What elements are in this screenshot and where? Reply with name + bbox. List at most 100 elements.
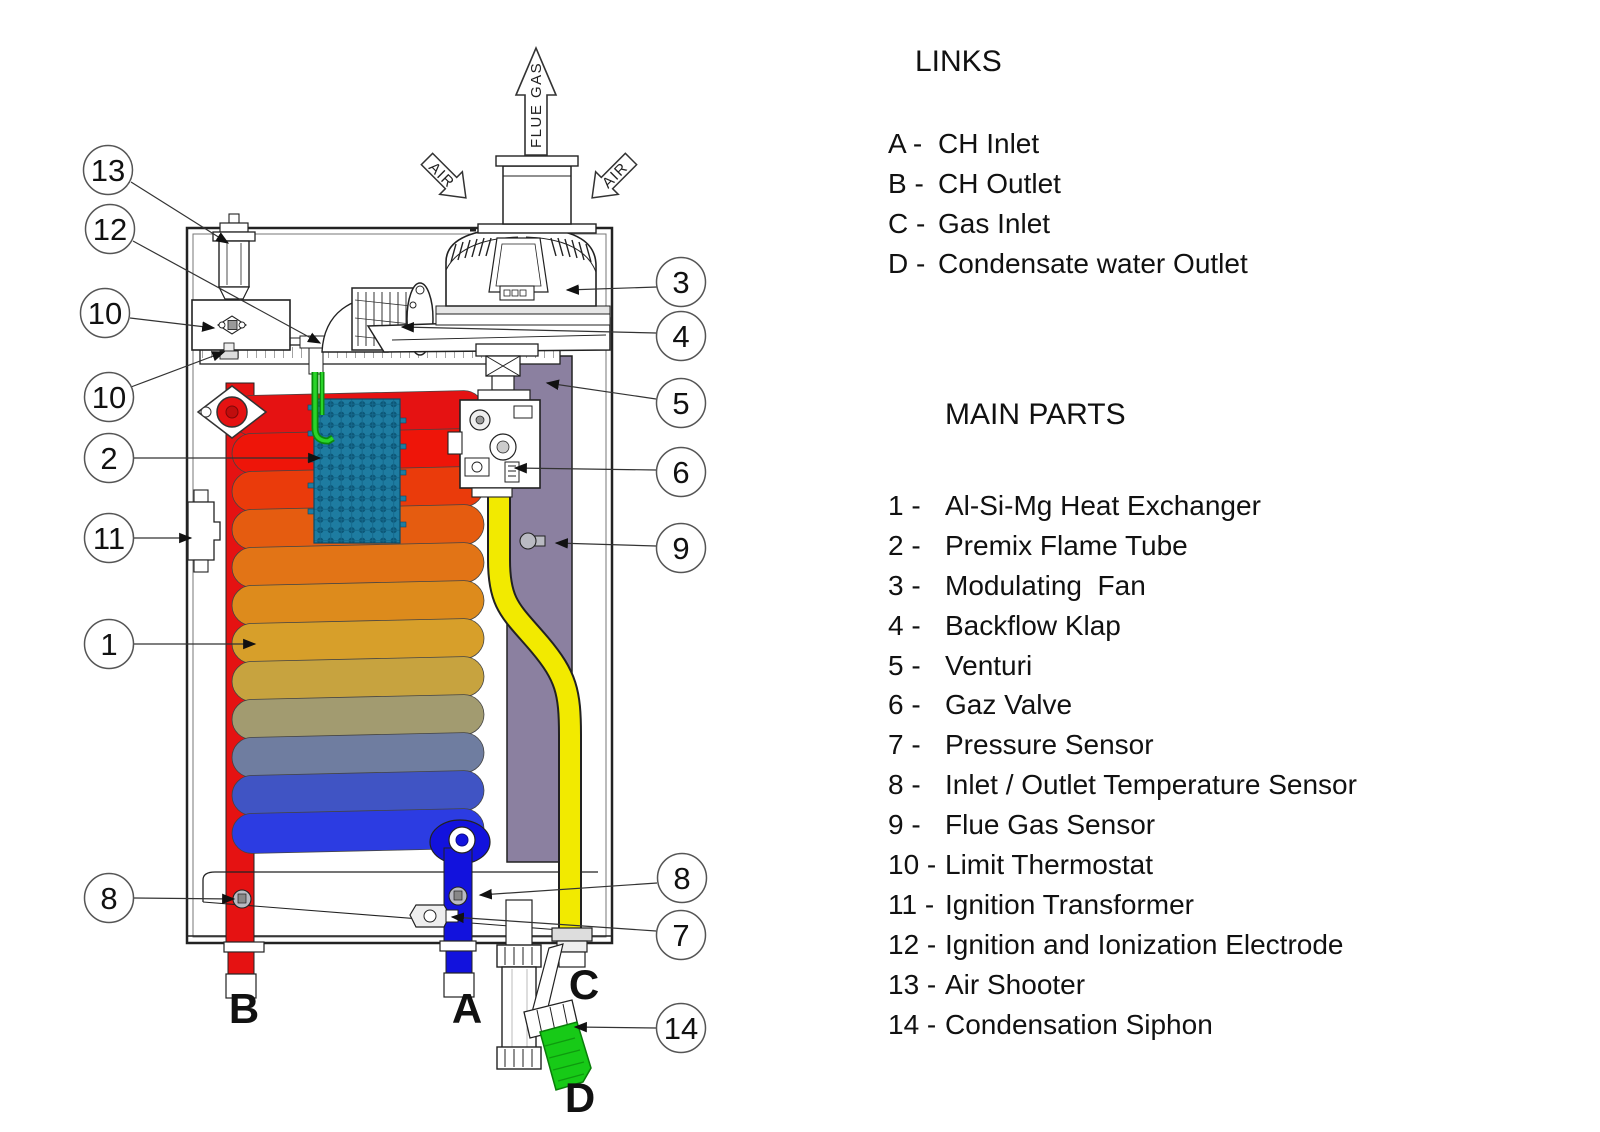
part-label: Venturi bbox=[945, 649, 1033, 681]
link-item-d: D - Condensate water Outlet bbox=[888, 244, 1248, 284]
callout-10a: 10 bbox=[79, 287, 131, 339]
part-number: 6 - bbox=[888, 689, 921, 721]
port-letter-C: C bbox=[569, 961, 599, 1008]
callout-3: 3 bbox=[655, 256, 707, 308]
callout-1: 1 bbox=[83, 618, 135, 670]
svg-text:10: 10 bbox=[92, 380, 126, 415]
port-letter-D: D bbox=[565, 1074, 595, 1121]
ch-inlet-stub bbox=[439, 940, 477, 998]
port-letter-B: B bbox=[229, 985, 259, 1032]
flue-gas-label: FLUE GAS bbox=[528, 62, 545, 148]
part-label: Gaz Valve bbox=[945, 689, 1073, 721]
link-key: C - bbox=[888, 208, 926, 239]
part-label: Al-Si-Mg Heat Exchanger bbox=[945, 489, 1261, 521]
part-item-8: 8 - Inlet / Outlet Temperature Sensor bbox=[888, 765, 1357, 805]
link-item-b: B - CH Outlet bbox=[888, 164, 1248, 204]
limit-thermostat bbox=[191, 299, 291, 360]
part-item-10: 10 - Limit Thermostat bbox=[888, 845, 1357, 885]
svg-text:2: 2 bbox=[100, 441, 117, 476]
part-number: 1 - bbox=[888, 489, 921, 521]
part-number: 13 - bbox=[888, 968, 937, 1000]
part-label: Inlet / Outlet Temperature Sensor bbox=[945, 769, 1357, 801]
gas-pipe bbox=[487, 492, 582, 932]
flue-collar bbox=[477, 155, 597, 234]
part-item-6: 6 - Gaz Valve bbox=[888, 685, 1357, 725]
links-title: LINKS bbox=[915, 45, 1002, 78]
callouts: 13 12 10 10 2 11 1 8 bbox=[79, 144, 708, 1054]
part-number: 11 - bbox=[888, 888, 935, 920]
svg-text:10: 10 bbox=[88, 296, 122, 331]
link-key: B - bbox=[888, 168, 924, 199]
air-arrow-left: AIR bbox=[420, 152, 467, 199]
part-item-2: 2 - Premix Flame Tube bbox=[888, 526, 1357, 566]
part-number: 2 - bbox=[888, 529, 921, 561]
part-item-5: 5 - Venturi bbox=[888, 646, 1357, 686]
part-label: Flue Gas Sensor bbox=[945, 809, 1156, 841]
part-item-7: 7 - Pressure Sensor bbox=[888, 725, 1357, 765]
part-item-14: 14 - Condensation Siphon bbox=[888, 1005, 1357, 1045]
temperature-sensor-inlet bbox=[448, 886, 468, 906]
link-item-a: A - CH Inlet bbox=[888, 124, 1248, 164]
part-label: Premix Flame Tube bbox=[945, 529, 1188, 561]
main-parts-list: 1 - Al-Si-Mg Heat Exchanger 2 - Premix F… bbox=[888, 486, 1357, 1044]
gas-valve bbox=[447, 399, 541, 498]
part-label: Ignition and Ionization Electrode bbox=[945, 928, 1344, 960]
callout-4: 4 bbox=[655, 310, 707, 362]
ch-outlet-stub bbox=[223, 941, 265, 999]
link-label: CH Inlet bbox=[938, 128, 1040, 159]
air-shooter bbox=[212, 213, 256, 300]
part-label: Limit Thermostat bbox=[945, 848, 1153, 880]
link-key: A - bbox=[888, 128, 923, 159]
callout-8-left: 8 bbox=[83, 872, 135, 924]
svg-text:11: 11 bbox=[93, 521, 125, 556]
callout-9: 9 bbox=[655, 522, 707, 574]
callout-11: 11 bbox=[83, 512, 135, 564]
part-item-3: 3 - Modulating Fan bbox=[888, 566, 1357, 606]
coil-flange bbox=[196, 385, 268, 439]
part-number: 14 - bbox=[888, 1008, 937, 1040]
svg-text:4: 4 bbox=[672, 319, 689, 354]
part-label: Pressure Sensor bbox=[945, 729, 1154, 761]
part-label: Backflow Klap bbox=[945, 609, 1121, 641]
part-number: 3 - bbox=[888, 569, 921, 601]
pressure-sensor bbox=[409, 904, 459, 928]
callout-12: 12 bbox=[84, 203, 136, 255]
part-number: 10 - bbox=[888, 848, 937, 880]
callout-8-right: 8 bbox=[656, 852, 708, 904]
svg-text:12: 12 bbox=[93, 212, 127, 247]
links-list: A - CH Inlet B - CH Outlet C - Gas Inlet… bbox=[888, 124, 1248, 284]
svg-text:7: 7 bbox=[672, 918, 689, 953]
svg-text:8: 8 bbox=[100, 881, 117, 916]
part-item-11: 11 - Ignition Transformer bbox=[888, 885, 1357, 925]
condensate-hose bbox=[523, 999, 592, 1091]
link-key: D - bbox=[888, 248, 926, 279]
part-label: Modulating Fan bbox=[945, 569, 1146, 601]
link-item-c: C - Gas Inlet bbox=[888, 204, 1248, 244]
svg-text:1: 1 bbox=[100, 627, 117, 662]
flue-gas-sensor bbox=[519, 532, 546, 550]
fan-vents bbox=[450, 237, 592, 263]
part-number: 9 - bbox=[888, 809, 921, 841]
part-label: Ignition Transformer bbox=[945, 888, 1194, 920]
part-label: Air Shooter bbox=[945, 968, 1086, 1000]
fan-assembly bbox=[321, 227, 611, 356]
part-item-4: 4 - Backflow Klap bbox=[888, 606, 1357, 646]
part-number: 7 - bbox=[888, 729, 921, 761]
callout-6: 6 bbox=[655, 446, 707, 498]
callout-7: 7 bbox=[655, 909, 707, 961]
port-letter-A: A bbox=[452, 985, 482, 1032]
callout-13: 13 bbox=[82, 144, 134, 196]
callout-5: 5 bbox=[655, 377, 707, 429]
part-number: 8 - bbox=[888, 769, 921, 801]
ignition-transformer bbox=[187, 489, 221, 573]
bottom-tray bbox=[202, 871, 598, 931]
part-item-1: 1 - Al-Si-Mg Heat Exchanger bbox=[888, 486, 1357, 526]
part-number: 12 - bbox=[888, 928, 937, 960]
leader-lines bbox=[129, 181, 658, 1033]
part-item-13: 13 - Air Shooter bbox=[888, 965, 1357, 1005]
svg-text:13: 13 bbox=[91, 153, 125, 188]
svg-text:8: 8 bbox=[673, 861, 690, 896]
svg-text:3: 3 bbox=[672, 265, 689, 300]
